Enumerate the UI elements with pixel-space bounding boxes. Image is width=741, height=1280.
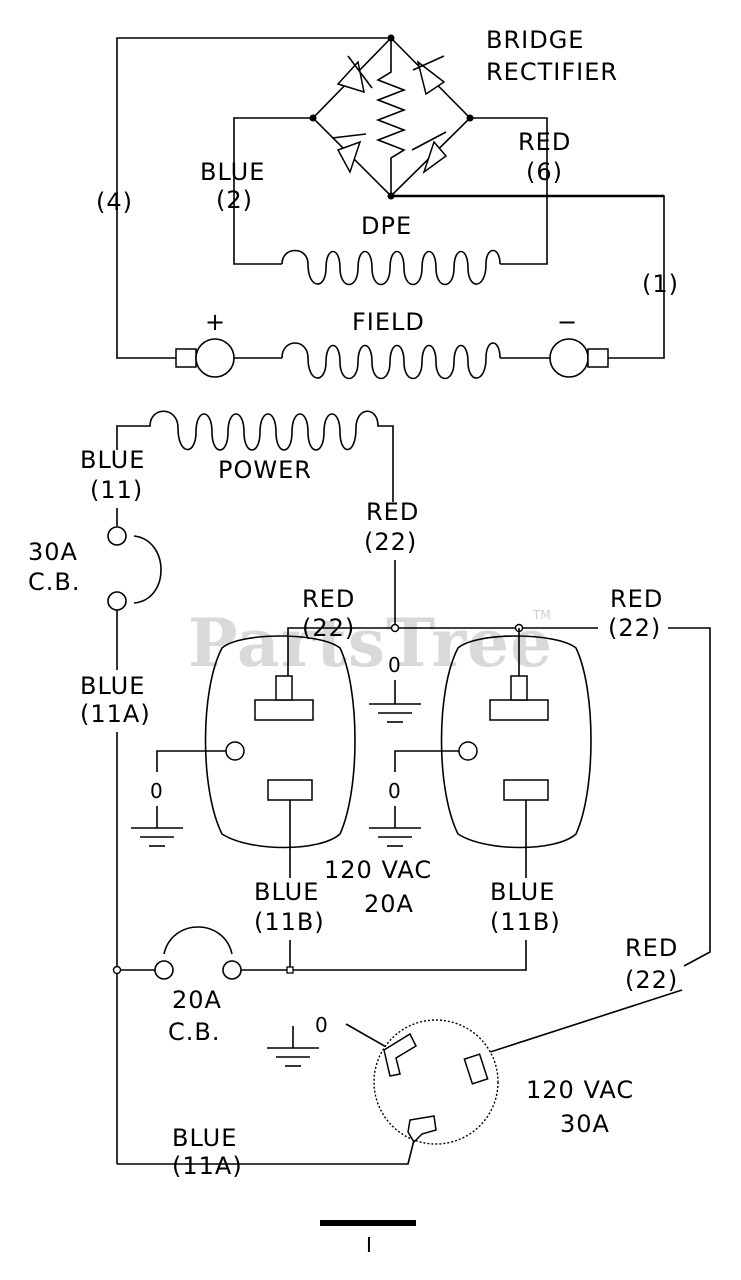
plus-label: + [205,308,226,336]
blue-11a-left-label-1: BLUE [80,672,145,700]
receptacle-20a-right [440,635,592,849]
red-22-mid-label-1: RED [302,585,355,613]
red-6-label-2: (6) [526,158,563,186]
wire-1 [391,195,665,359]
receptacle-20a-left [204,635,356,849]
dpe-coil [281,249,501,286]
blue-2-label-2: (2) [216,186,253,214]
red-22-lower-label-1: RED [625,934,678,962]
footer-mark: I [366,1233,372,1257]
wire-blue-2 [233,117,313,265]
ground-center-zero: 0 [388,653,401,677]
red-22-lower-label-2: (22) [625,966,678,994]
bridge-rectifier-label-2: RECTIFIER [486,58,618,86]
blue-11b-right-label-2: (11B) [490,908,561,936]
red-6-label-1: RED [518,128,571,156]
vac-20a-label-2: 20A [364,890,414,918]
field-brush-positive [175,338,235,378]
cb-30a-label-2: C.B. [28,568,80,596]
ground-center: 0 [369,653,421,723]
diode-bottom-left [331,133,367,174]
diode-top-left [336,55,373,94]
wire-red-22-bus [287,627,598,680]
watermark-trademark: TM [532,608,551,622]
red-22-top-label-2: (22) [364,528,417,556]
blue-11-label-1: BLUE [80,446,145,474]
circuit-breaker-20a [154,926,242,980]
minus-label: − [557,308,578,336]
ground-bottom: 0 [267,1013,328,1067]
field-label: FIELD [352,308,425,336]
blue-11a-bottom-label-2: (11A) [172,1152,243,1180]
wire-red-6 [470,117,548,265]
blue-11b-right-label-1: BLUE [490,878,555,906]
rectifier-resistor [375,38,407,196]
ground-right: 0 [369,779,421,847]
red-22-mid-label-2: (22) [302,614,355,642]
red-22-right-label-2: (22) [608,614,661,642]
red-22-right-label-1: RED [610,585,663,613]
power-label: POWER [218,456,312,484]
field-coil [281,342,501,380]
power-coil [116,410,394,502]
wire-4 [116,37,391,359]
ground-right-zero: 0 [388,779,401,803]
vac-30a-label-2: 30A [560,1110,610,1138]
blue-11a-bottom-label-1: BLUE [172,1124,237,1152]
watermark: PartsTree [188,604,553,682]
dpe-label: DPE [361,212,412,240]
bridge-rectifier-label-1: BRIDGE [486,26,584,54]
field-brush-negative [549,338,609,378]
blue-11a-left-label-2: (11A) [80,700,151,728]
wire-4-label: (4) [96,188,133,216]
wire-1-label: (1) [642,270,679,298]
blue-11-label-2: (11) [90,476,143,504]
receptacle-30a [373,1019,499,1145]
vac-20a-label-1: 120 VAC [324,856,432,884]
ground-left-zero: 0 [150,779,163,803]
cb-30a-label-1: 30A [28,538,78,566]
blue-11b-left-label-2: (11B) [254,908,325,936]
cb-20a-label-1: 20A [172,986,222,1014]
red-22-top-label-1: RED [366,498,419,526]
bridge-rectifier [309,34,474,200]
blue-2-label-1: BLUE [200,158,265,186]
ground-bottom-zero: 0 [315,1013,328,1037]
circuit-breaker-30a [107,526,162,611]
diode-bottom-right [411,131,448,174]
diode-top-right [412,55,446,96]
blue-11b-left-label-1: BLUE [254,878,319,906]
cb-20a-label-2: C.B. [168,1018,220,1046]
ground-left: 0 [131,779,183,847]
vac-30a-label-1: 120 VAC [526,1076,634,1104]
footer-bar [320,1220,416,1226]
